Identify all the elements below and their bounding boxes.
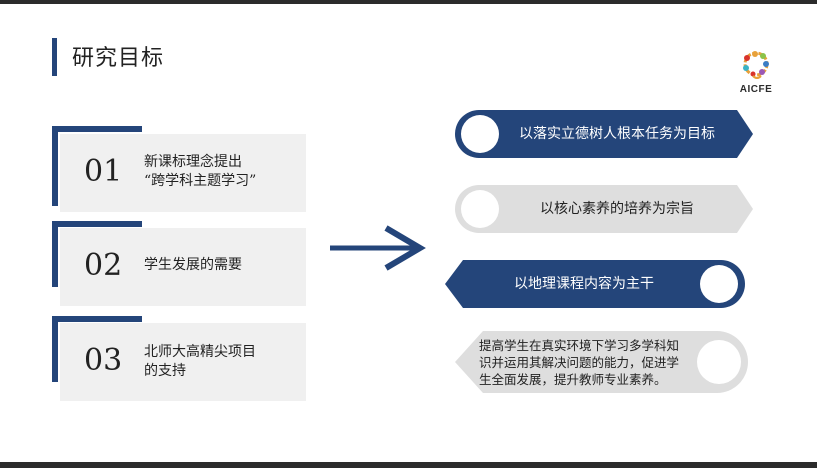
goal-pill-3: 以地理课程内容为主干 <box>443 259 745 308</box>
card-corner-left <box>52 221 58 287</box>
reason-card-2: 02 学生发展的需要 <box>60 228 306 306</box>
logo-text: AICFE <box>739 84 773 95</box>
slide-title: 研究目标 <box>72 46 165 71</box>
goal-pill-2: 以核心素养的培养为宗旨 <box>455 184 755 233</box>
goal-text: 以地理课程内容为主干 <box>514 276 654 292</box>
title-accent-bar <box>52 38 57 76</box>
goal-pill-1: 以落实立德树人根本任务为目标 <box>455 109 755 158</box>
reason-card-3: 03 北师大高精尖项目 的支持 <box>60 323 306 401</box>
card-corner-top <box>52 316 142 322</box>
card-corner-top <box>52 221 142 227</box>
card-number: 02 <box>84 248 123 283</box>
card-number: 03 <box>84 343 123 378</box>
bottom-border-bar <box>0 462 817 468</box>
card-text: 北师大高精尖项目 的支持 <box>144 344 256 379</box>
card-number: 01 <box>84 154 123 189</box>
card-corner-left <box>52 126 58 206</box>
card-corner-left <box>52 316 58 382</box>
card-corner-top <box>52 126 142 132</box>
goal-pill-4: 提高学生在真实环境下学习多学科知识并运用其解决问题的能力，促进学生全面发展，提升… <box>453 330 749 394</box>
card-text: 学生发展的需要 <box>144 257 242 273</box>
right-arrow-icon <box>330 225 426 271</box>
top-border-bar <box>0 0 817 4</box>
goal-text: 以核心素养的培养为宗旨 <box>540 201 694 217</box>
reason-card-1: 01 新课标理念提出 “跨学科主题学习” <box>60 134 306 212</box>
aicfe-logo-icon <box>743 51 769 79</box>
card-text: 新课标理念提出 “跨学科主题学习” <box>144 154 257 189</box>
goal-text: 提高学生在真实环境下学习多学科知识并运用其解决问题的能力，促进学生全面发展，提升… <box>479 338 680 387</box>
goal-text: 以落实立德树人根本任务为目标 <box>519 126 715 142</box>
